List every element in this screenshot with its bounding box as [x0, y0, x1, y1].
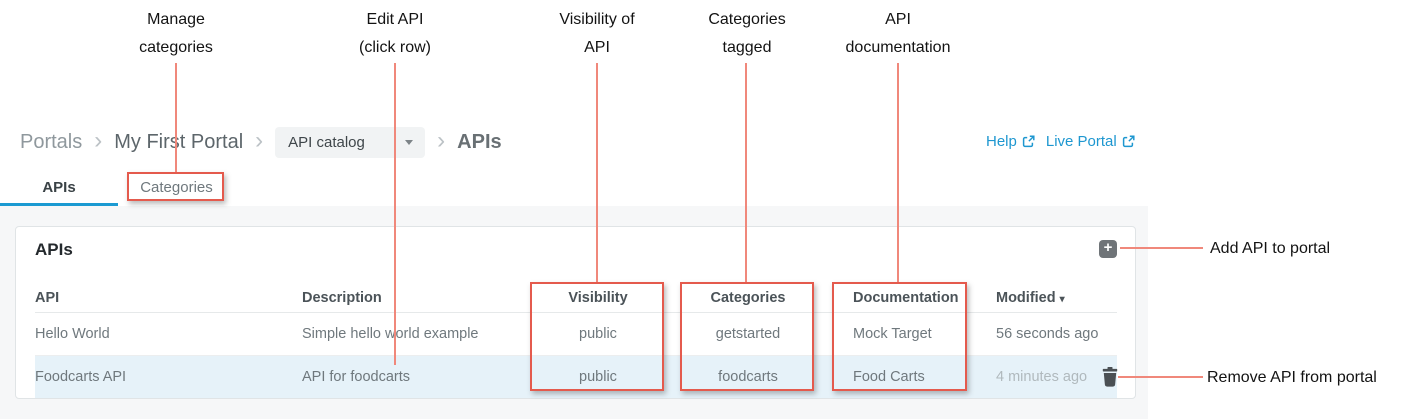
- trash-icon: [1102, 367, 1118, 387]
- column-header-api: API: [35, 290, 60, 306]
- breadcrumb-portal-name[interactable]: My First Portal: [114, 130, 244, 153]
- annotation-line-add-api: [1120, 247, 1203, 249]
- cell-visibility: public: [579, 369, 617, 385]
- breadcrumb-portals[interactable]: Portals: [20, 130, 83, 153]
- annotation-box-categories-tab: [127, 172, 224, 201]
- help-link[interactable]: Help: [986, 133, 1035, 150]
- breadcrumb-separator-icon: ›: [255, 126, 264, 154]
- column-header-modified[interactable]: Modified▾: [981, 290, 1117, 306]
- cell-categories: foodcarts: [718, 369, 778, 385]
- annotation-text: API: [885, 11, 911, 28]
- help-link-label: Help: [986, 133, 1017, 150]
- annotation-box-categories-column: [680, 282, 814, 391]
- annotation-line-remove-api: [1118, 376, 1203, 378]
- catalog-dropdown[interactable]: API catalog: [275, 126, 426, 158]
- table-header-row: API Description Visibility Categories Do…: [35, 284, 1117, 313]
- cell-categories: getstarted: [715, 326, 781, 342]
- cell-api: Foodcarts API: [35, 369, 127, 385]
- annotation-text: categories: [139, 39, 213, 56]
- cell-modified: 4 minutes ago: [996, 369, 1088, 385]
- annotation-text: Manage: [147, 11, 205, 28]
- apis-table: API Description Visibility Categories Do…: [35, 284, 1118, 398]
- annotation-api-documentation: API documentation: [846, 6, 951, 62]
- column-header-documentation: Documentation: [853, 290, 959, 306]
- annotation-manage-categories: Manage categories: [139, 6, 213, 62]
- table-row-foodcarts[interactable]: Foodcarts API API for foodcarts public f…: [35, 356, 1118, 398]
- sort-descending-icon: ▾: [1059, 294, 1065, 305]
- annotation-box-documentation-column: [832, 282, 967, 391]
- column-header-description: Description: [302, 290, 382, 306]
- column-header-categories: Categories: [710, 290, 786, 306]
- annotation-categories-tagged: Categories tagged: [708, 6, 785, 62]
- annotation-line-categories-tagged: [745, 63, 747, 282]
- tab-apis[interactable]: APIs: [42, 179, 76, 196]
- annotation-line-api-documentation: [897, 63, 899, 282]
- cell-modified: 56 seconds ago: [996, 326, 1099, 342]
- breadcrumb-separator-icon: ›: [94, 126, 103, 154]
- annotation-visibility-of-api: Visibility of API: [559, 6, 634, 62]
- live-portal-link-label: Live Portal: [1045, 133, 1117, 150]
- annotation-line-manage-categories: [175, 63, 177, 172]
- annotation-text: documentation: [845, 39, 951, 56]
- apis-panel: APIs + API Description Visibility Catego…: [15, 226, 1136, 399]
- cell-api: Hello World: [35, 326, 110, 342]
- tab-categories[interactable]: Categories: [140, 179, 213, 196]
- header-links: Help Live Portal: [986, 133, 1135, 150]
- add-api-button[interactable]: +: [1099, 240, 1117, 258]
- breadcrumb-current-apis: APIs: [457, 130, 502, 153]
- delete-api-button[interactable]: [1102, 367, 1118, 387]
- cell-documentation: Food Carts: [853, 369, 925, 385]
- annotation-text: Visibility of: [559, 11, 635, 28]
- annotation-edit-api: Edit API (click row): [359, 6, 431, 62]
- panel-title: APIs: [35, 240, 73, 259]
- external-link-icon: [1022, 135, 1035, 148]
- annotation-remove-api-from-portal: Remove API from portal: [1207, 369, 1377, 386]
- tab-bar: APIs Categories: [0, 172, 1403, 206]
- annotation-text: tagged: [722, 39, 772, 56]
- active-tab-underline: [0, 203, 118, 206]
- breadcrumb: Portals › My First Portal › API catalog …: [20, 126, 502, 158]
- cell-documentation: Mock Target: [853, 326, 932, 342]
- annotation-add-api-to-portal: Add API to portal: [1210, 240, 1331, 257]
- cell-description: API for foodcarts: [302, 369, 410, 385]
- annotation-text: (click row): [359, 39, 431, 56]
- catalog-dropdown-value: API catalog: [288, 133, 365, 151]
- chevron-down-icon: [405, 139, 414, 145]
- annotation-text: API: [584, 39, 610, 56]
- annotation-box-visibility-column: [530, 282, 664, 391]
- breadcrumb-separator-icon: ›: [437, 126, 446, 154]
- cell-visibility: public: [579, 326, 617, 342]
- live-portal-link[interactable]: Live Portal: [1046, 133, 1135, 150]
- table-row-hello-world[interactable]: Hello World Simple hello world example p…: [35, 313, 1117, 356]
- annotation-text: Edit API: [366, 11, 424, 28]
- column-header-visibility: Visibility: [568, 290, 628, 306]
- annotation-line-visibility: [596, 63, 598, 282]
- annotation-line-edit-api: [394, 63, 396, 365]
- external-link-icon: [1122, 135, 1135, 148]
- column-header-modified-label: Modified: [996, 290, 1056, 306]
- annotation-text: Categories: [708, 11, 786, 28]
- cell-description: Simple hello world example: [302, 326, 479, 342]
